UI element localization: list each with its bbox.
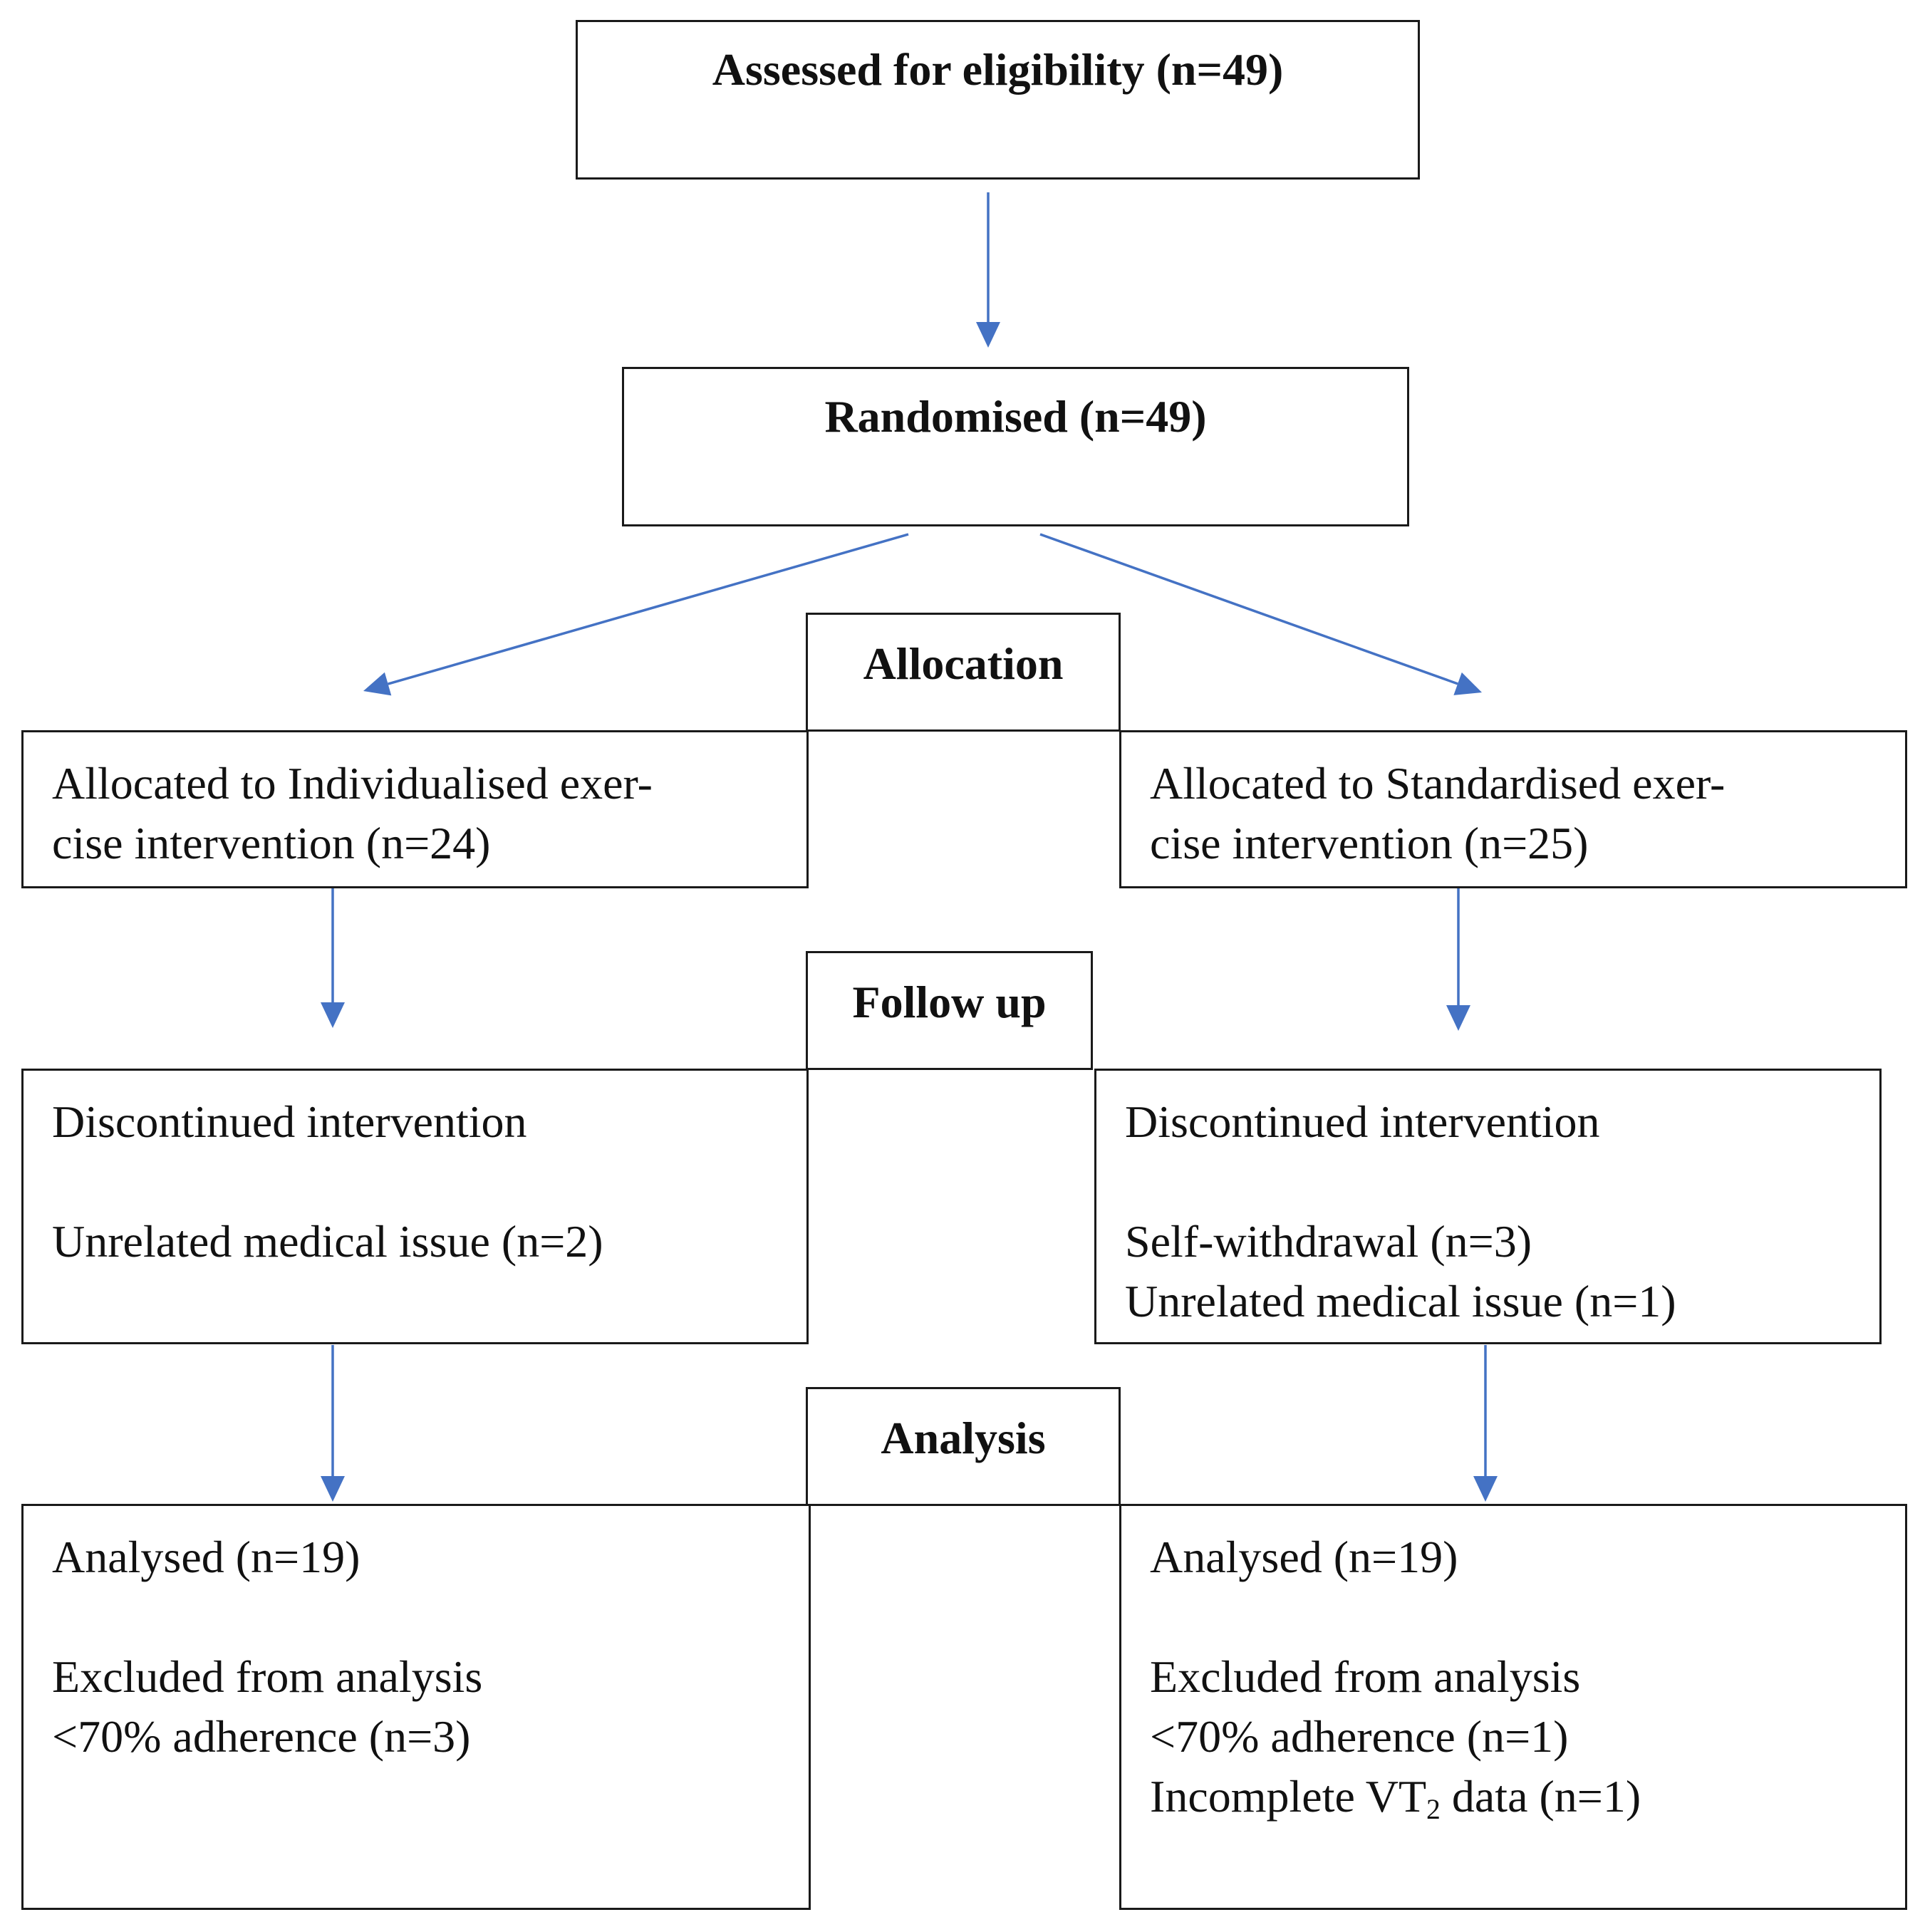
arrow-randomised-to-right (1039, 533, 1458, 685)
stage-follow-up: Follow up (806, 951, 1093, 1070)
stage-allocation-label: Allocation (863, 638, 1064, 689)
stage-allocation: Allocation (806, 613, 1121, 732)
right-discontinued-box: Discontinued intervention Self-withdrawa… (1094, 1069, 1882, 1344)
left-excluded-heading: Excluded from analysis (52, 1651, 483, 1702)
stage-follow-up-label: Follow up (852, 977, 1047, 1027)
right-excluded-reason1: <70% adherence (n=1) (1150, 1711, 1569, 1762)
stage-analysis: Analysis (806, 1387, 1121, 1506)
left-discontinued-reason1: Unrelated medical issue (n=2) (52, 1216, 603, 1267)
stage-analysis-label: Analysis (881, 1413, 1046, 1463)
arrow-left-allocated-to-discontinued-head (321, 1002, 345, 1028)
spacer (52, 1587, 787, 1647)
randomised-box: Randomised (n=49) (622, 367, 1409, 526)
arrow-randomised-to-right-head (1453, 672, 1482, 695)
arrow-assessed-to-randomised-head (976, 322, 1000, 348)
left-allocated-line2: cise intervention (n=24) (52, 818, 491, 868)
left-excluded-reason1: <70% adherence (n=3) (52, 1711, 471, 1762)
right-analysed: Analysed (n=19) (1150, 1532, 1458, 1582)
right-excluded-heading: Excluded from analysis (1150, 1651, 1581, 1702)
right-discontinued-reason1: Self-withdrawal (n=3) (1125, 1216, 1532, 1267)
arrow-right-allocated-to-discontinued-head (1446, 1005, 1470, 1031)
spacer (1125, 1152, 1858, 1212)
right-discontinued-reason2: Unrelated medical issue (n=1) (1125, 1276, 1676, 1326)
right-discontinued-heading: Discontinued intervention (1125, 1096, 1600, 1147)
arrow-randomised-to-left-head (363, 672, 392, 696)
right-allocated-line1: Allocated to Standardised exer- (1150, 758, 1726, 809)
left-allocated-box: Allocated to Individualised exer- cise i… (21, 730, 809, 888)
right-allocated-box: Allocated to Standardised exer- cise int… (1119, 730, 1907, 888)
right-excluded-reason2-subscript: 2 (1426, 1793, 1441, 1825)
arrow-group (321, 192, 1498, 1502)
arrow-right-discontinued-to-analysis-head (1473, 1476, 1498, 1502)
assessed-box: Assessed for eligibility (n=49) (576, 20, 1420, 180)
left-analysis-box: Analysed (n=19) Excluded from analysis <… (21, 1504, 811, 1910)
right-excluded-reason2-suffix: data (n=1) (1440, 1771, 1641, 1822)
right-excluded-reason2: Incomplete VT2 data (n=1) (1150, 1767, 1884, 1827)
left-analysed: Analysed (n=19) (52, 1532, 360, 1582)
left-discontinued-heading: Discontinued intervention (52, 1096, 527, 1147)
arrow-randomised-to-left (388, 533, 909, 685)
right-allocated-line2: cise intervention (n=25) (1150, 818, 1589, 868)
arrow-left-discontinued-to-analysis-head (321, 1476, 345, 1502)
assessed-label: Assessed for eligibility (n=49) (712, 44, 1284, 95)
right-analysis-box: Analysed (n=19) Excluded from analysis <… (1119, 1504, 1907, 1910)
right-excluded-reason2-prefix: Incomplete VT (1150, 1771, 1427, 1822)
left-discontinued-box: Discontinued intervention Unrelated medi… (21, 1069, 809, 1344)
left-allocated-line1: Allocated to Individualised exer- (52, 758, 653, 809)
randomised-label: Randomised (n=49) (824, 391, 1207, 442)
spacer (52, 1152, 785, 1212)
spacer (1150, 1587, 1884, 1647)
